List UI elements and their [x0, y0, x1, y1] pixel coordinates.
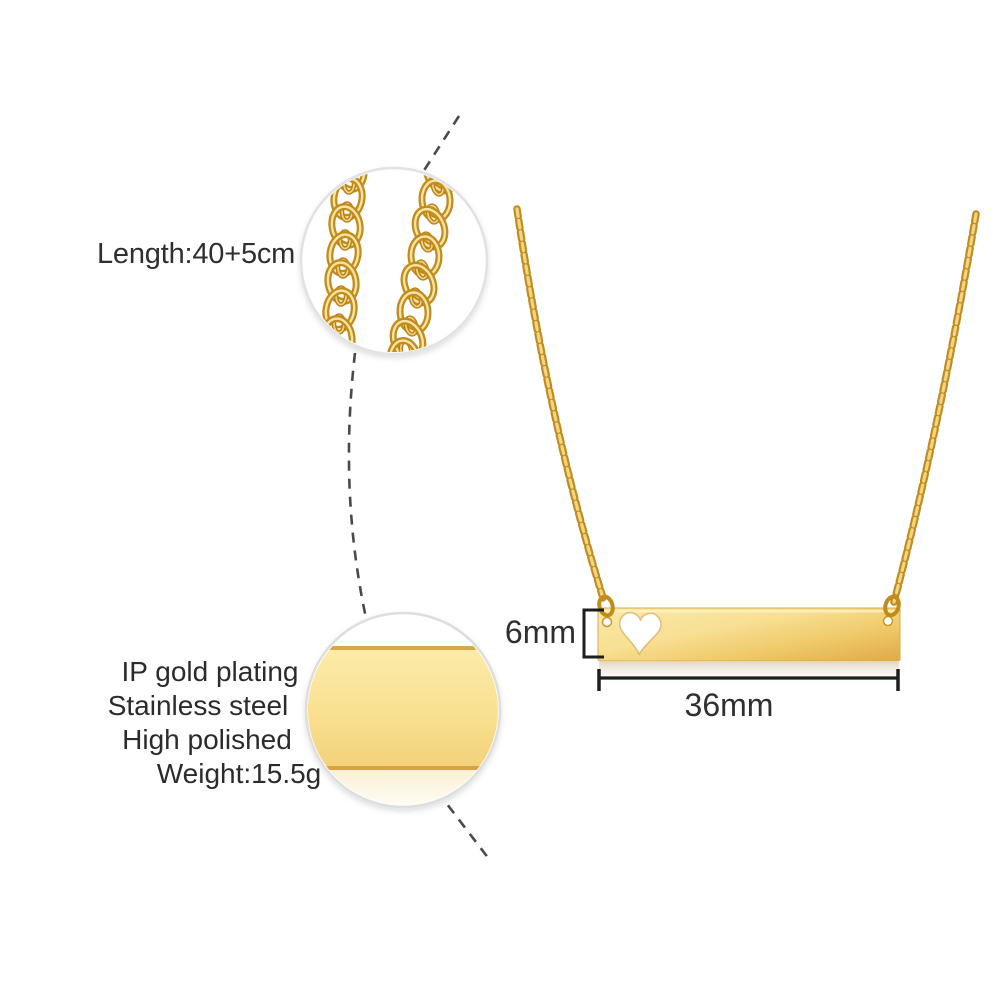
jump-ring-left — [597, 594, 615, 618]
dimension-marks — [582, 608, 900, 691]
bar-plate — [597, 607, 901, 662]
pendant-hole-right — [882, 615, 894, 627]
callout-guide-dashes — [347, 115, 491, 860]
guide-dash-middle — [347, 352, 368, 619]
guide-dash-bottom — [435, 790, 491, 860]
necklace-chain-left — [513, 205, 608, 605]
height-bracket — [582, 608, 604, 659]
pendant-hole-left — [601, 616, 613, 628]
pendant-width-label: 36mm — [684, 687, 774, 723]
jump-ring-right — [883, 594, 901, 618]
chain-length-label: Length:40+5cm — [97, 238, 296, 270]
guide-dash-top — [421, 115, 461, 173]
material-line-plating: IP gold plating — [121, 656, 299, 687]
material-line-polish: High polished — [122, 724, 292, 755]
bar-reflection — [599, 662, 899, 686]
heart-cutout — [618, 611, 662, 656]
bar-top-highlight — [600, 610, 898, 613]
necklace-chain-right — [890, 210, 980, 606]
material-line-steel: Stainless steel — [107, 690, 289, 721]
chain-detail-callout — [299, 166, 489, 356]
bar-pendant — [597, 594, 901, 686]
pendant-height-label: 6mm — [504, 614, 576, 650]
material-specs: IP gold plating Stainless steel High pol… — [80, 655, 342, 791]
material-line-weight: Weight:15.5g — [156, 758, 322, 789]
